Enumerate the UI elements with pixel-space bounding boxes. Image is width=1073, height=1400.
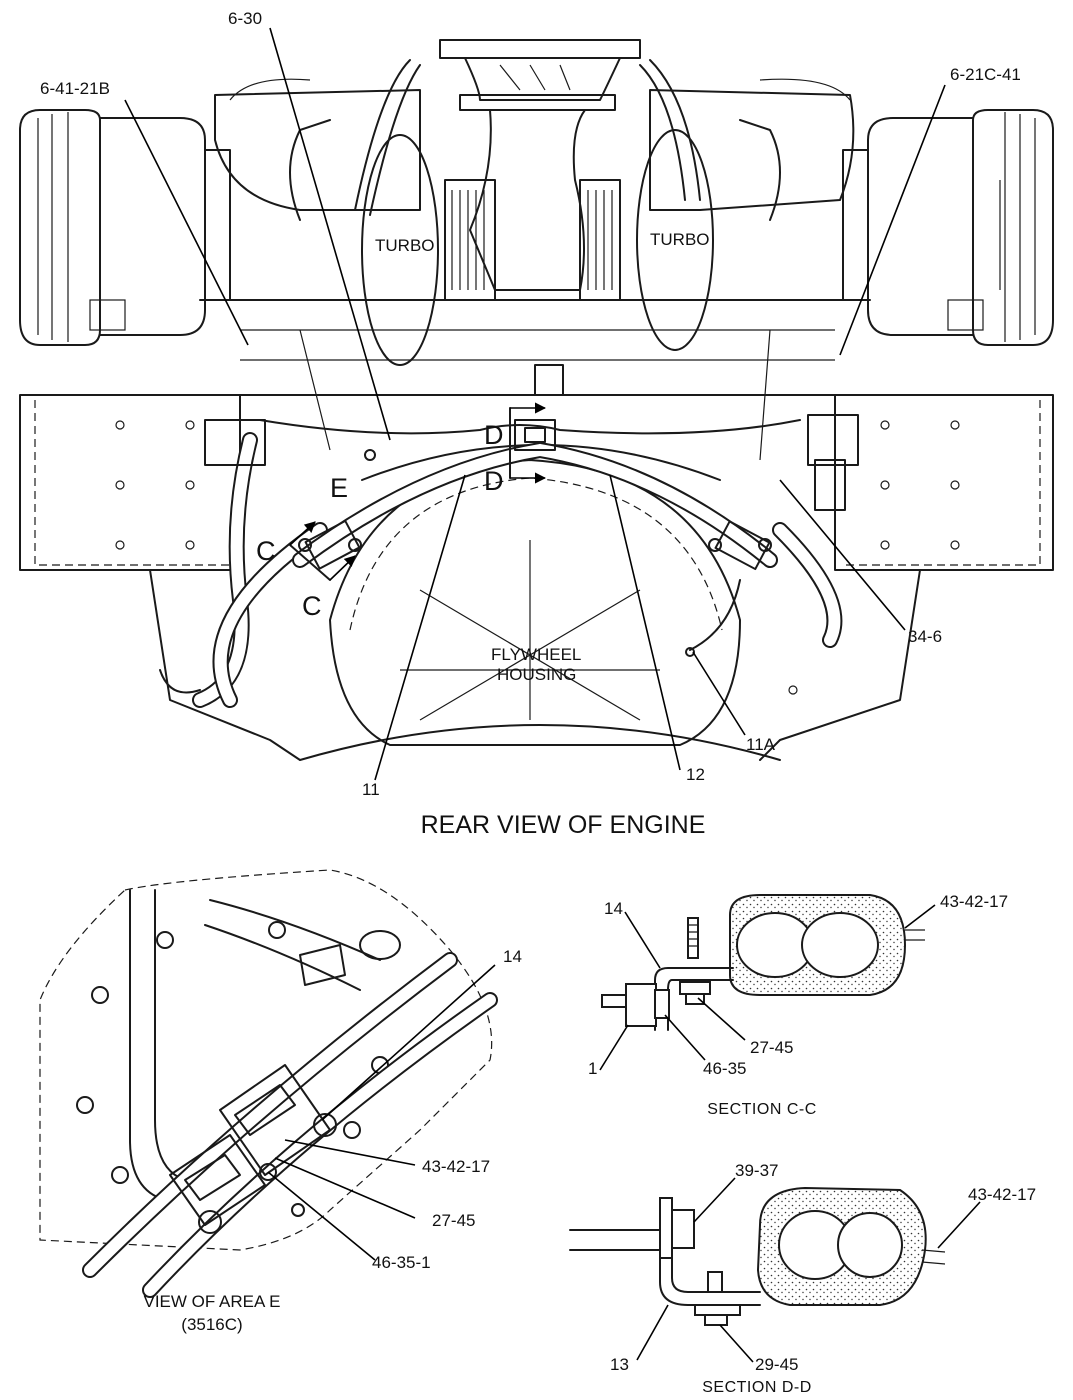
engine-frame xyxy=(19,299,1054,761)
turbo-left-label: TURBO xyxy=(375,236,435,255)
view-e-callout-27-45: 27-45 xyxy=(432,1211,475,1230)
section-cc xyxy=(599,894,936,1071)
section-c-top-letter: C xyxy=(256,536,276,566)
section-cc-callout-1: 1 xyxy=(588,1059,597,1078)
section-dd-callout-43-42-17: 43-42-17 xyxy=(968,1185,1036,1204)
section-d-top-letter: D xyxy=(484,420,504,450)
view-e-callout-14: 14 xyxy=(503,947,522,966)
section-dd-caption: SECTION D-D xyxy=(702,1379,812,1396)
turbo-housings xyxy=(214,78,855,366)
rear-view-caption: REAR VIEW OF ENGINE xyxy=(421,811,706,839)
view-e-callout-43-42-17: 43-42-17 xyxy=(422,1157,490,1176)
flywheel-housing-shape xyxy=(299,444,781,761)
callout-6-30: 6-30 xyxy=(228,9,262,28)
section-dd xyxy=(569,1177,981,1363)
callout-34-6: 34-6 xyxy=(908,627,942,646)
turbo-right-label: TURBO xyxy=(650,230,710,249)
section-dd-callout-39-37: 39-37 xyxy=(735,1161,778,1180)
section-cc-callout-46-35: 46-35 xyxy=(703,1059,746,1078)
callout-6-21c-41: 6-21C-41 xyxy=(950,65,1021,84)
view-e-caption-line2: (3516C) xyxy=(181,1315,242,1334)
callout-12: 12 xyxy=(686,765,705,784)
rear-view-engine xyxy=(19,27,1054,781)
view-e-caption-line1: VIEW OF AREA E xyxy=(144,1292,281,1311)
section-cc-caption: SECTION C-C xyxy=(707,1101,817,1118)
section-cc-callout-27-45: 27-45 xyxy=(750,1038,793,1057)
section-d-bottom-letter: D xyxy=(484,466,504,496)
clamps xyxy=(159,364,859,694)
section-dd-callout-29-45: 29-45 xyxy=(755,1355,798,1374)
section-dd-callout-13: 13 xyxy=(610,1355,629,1374)
flywheel-label-line1: FLYWHEEL xyxy=(491,645,581,664)
rear-view-leaders xyxy=(124,27,946,781)
frame-bolt-holes xyxy=(115,420,960,695)
section-cc-callout-43-42-17: 43-42-17 xyxy=(940,892,1008,911)
callout-6-41-21b: 6-41-21B xyxy=(40,79,110,98)
area-e-letter: E xyxy=(330,473,348,503)
view-area-e xyxy=(39,869,498,1298)
callout-11: 11 xyxy=(362,780,380,799)
callout-11a: 11A xyxy=(746,735,776,754)
section-cc-callout-14: 14 xyxy=(604,899,623,918)
right-pulley-disc xyxy=(842,109,1054,346)
section-cut-markers xyxy=(289,402,547,581)
exhaust-crossover xyxy=(354,39,701,291)
section-c-bottom-letter: C xyxy=(302,591,322,621)
flywheel-label-line2: HOUSING xyxy=(497,665,576,684)
left-pulley-disc xyxy=(19,109,231,346)
view-e-callout-46-35-1: 46-35-1 xyxy=(372,1253,431,1272)
